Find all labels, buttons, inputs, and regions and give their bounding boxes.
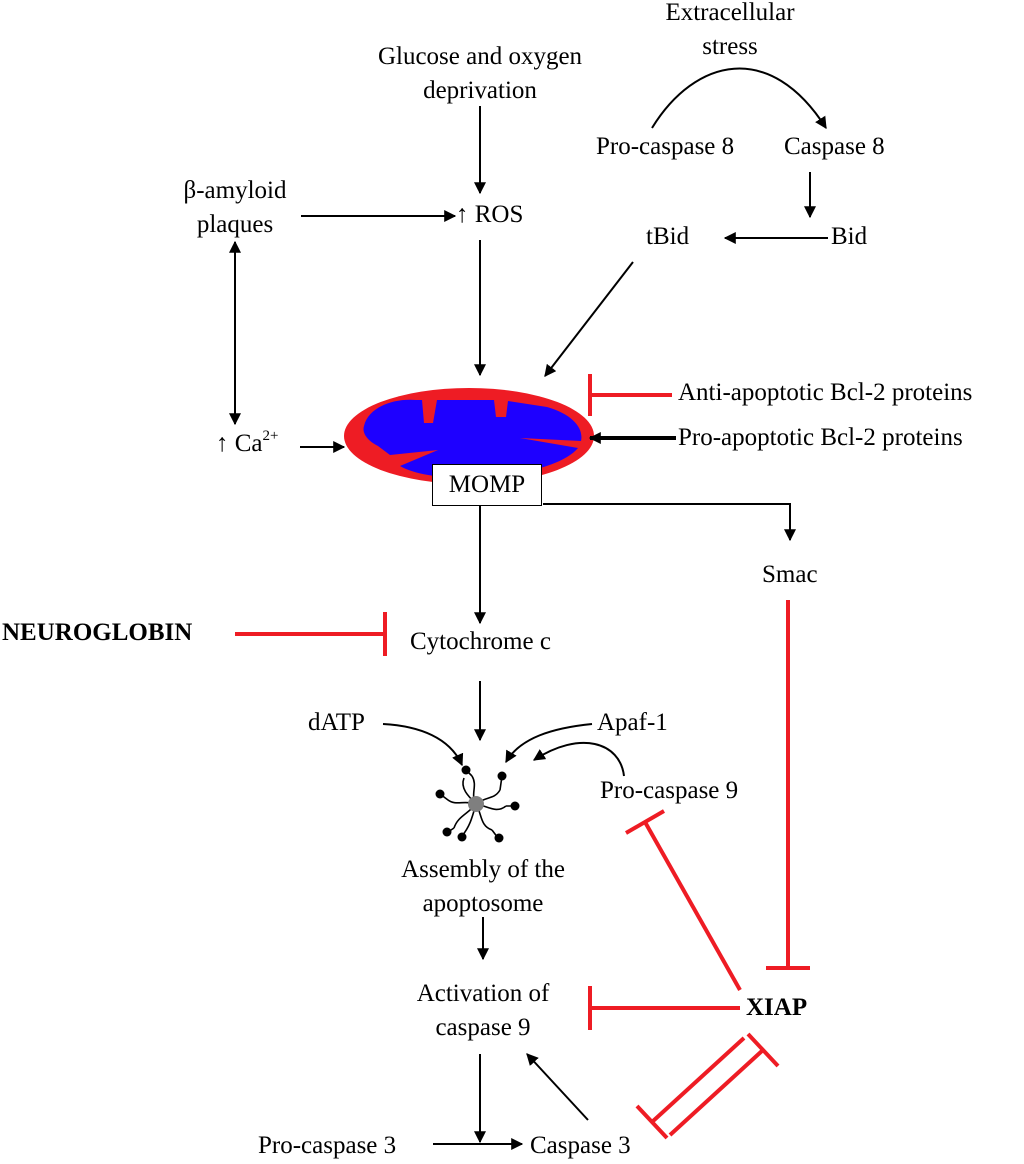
- node-apoptosome: Assembly of the apoptosome: [363, 853, 603, 921]
- edge-neuroglobin-inhibits-cytochrome: [235, 612, 387, 656]
- apoptosome-line1: Assembly of the: [401, 856, 565, 883]
- apoptosome-line2: apoptosome: [422, 890, 544, 917]
- edge-tbid-to-mitochondrion: [544, 261, 634, 377]
- node-beta-amyloid: β-amyloid plaques: [165, 174, 305, 242]
- node-ros: ↑ ROS: [456, 201, 524, 228]
- calcium-charge: 2+: [262, 428, 279, 444]
- edge-caspase3-inhibits-xiap: [668, 1032, 780, 1137]
- node-glucose-oxygen: Glucose and oxygen deprivation: [345, 40, 615, 108]
- beta-amyloid-line1: β-amyloid: [183, 177, 287, 204]
- node-smac: Smac: [762, 561, 818, 588]
- node-anti-apoptotic-bcl2: Anti-apoptotic Bcl-2 proteins: [678, 379, 973, 406]
- node-datp: dATP: [308, 709, 365, 736]
- node-pro-caspase-8: Pro-caspase 8: [596, 133, 735, 160]
- node-pro-caspase-9: Pro-caspase 9: [600, 777, 739, 804]
- apoptosome-core: [468, 796, 484, 812]
- beta-amyloid-line2: plaques: [196, 211, 274, 238]
- node-calcium: ↑ Ca2+: [216, 427, 279, 464]
- activation-caspase-9-line2: caspase 9: [435, 1014, 531, 1041]
- extracellular-stress-line1: Extracellular: [665, 0, 795, 26]
- mitochondrion-cristae: [363, 399, 582, 478]
- node-neuroglobin: NEUROGLOBIN: [2, 619, 193, 646]
- node-xiap: XIAP: [746, 994, 808, 1021]
- node-apaf1: Apaf-1: [597, 709, 668, 736]
- edge-smac-inhibits-xiap: [766, 600, 810, 970]
- edge-antiapoptotic-inhibits-mitochondrion: [588, 374, 672, 416]
- node-extracellular-stress: Extracellular stress: [620, 0, 840, 64]
- edge-momp-to-smac: [543, 503, 796, 542]
- node-bid: Bid: [831, 223, 868, 250]
- edge-apaf1-to-apoptosome: [505, 723, 593, 764]
- extracellular-stress-line2: stress: [702, 33, 758, 60]
- glucose-oxygen-line2: deprivation: [423, 77, 537, 104]
- edge-procaspase9-to-apoptosome: [532, 741, 625, 777]
- edge-datp-to-apoptosome: [382, 723, 464, 767]
- node-activation-caspase-9: Activation of caspase 9: [393, 977, 573, 1045]
- edge-xiap-inhibits-procaspase9: [624, 809, 742, 991]
- glucose-oxygen-line1: Glucose and oxygen: [377, 43, 583, 70]
- activation-edges: [229, 67, 828, 1150]
- apoptosome-icon: [435, 765, 520, 843]
- node-caspase-8: Caspase 8: [784, 133, 885, 160]
- edge-xiap-inhibits-caspase3: [635, 1036, 746, 1140]
- edge-stress-to-caspase8: [651, 67, 827, 130]
- edge-caspase3-to-activation: [526, 1053, 589, 1121]
- node-momp: MOMP: [432, 464, 542, 506]
- calcium-text: ↑ Ca: [216, 430, 263, 457]
- edge-xiap-inhibits-activation: [588, 986, 740, 1030]
- node-cytochrome-c: Cytochrome c: [410, 628, 551, 655]
- inhibition-edges: [235, 374, 810, 1140]
- node-tbid: tBid: [646, 223, 690, 250]
- node-pro-apoptotic-bcl2: Pro-apoptotic Bcl-2 proteins: [678, 424, 963, 451]
- node-caspase-3: Caspase 3: [530, 1132, 631, 1159]
- node-pro-caspase-3: Pro-caspase 3: [258, 1132, 397, 1159]
- mitochondrion: [344, 388, 594, 484]
- activation-caspase-9-line1: Activation of: [416, 980, 550, 1007]
